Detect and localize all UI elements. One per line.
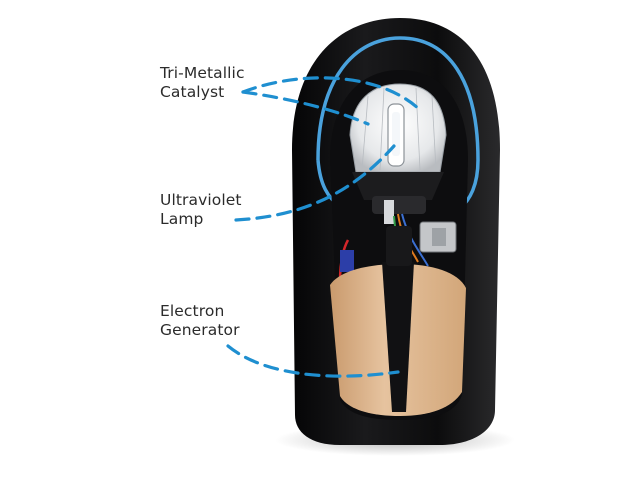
rod-collar	[386, 226, 412, 266]
lamp-mount	[352, 172, 444, 200]
reflector-ribs	[361, 87, 437, 171]
label-uv-line2: Lamp	[160, 210, 204, 228]
uv-lamp-glow	[392, 112, 400, 156]
label-tri-metallic-catalyst: Tri-Metallic Catalyst	[160, 64, 245, 102]
module-detail	[432, 228, 446, 246]
leader-uv-lamp	[234, 144, 396, 222]
label-catalyst-line2: Catalyst	[160, 83, 225, 101]
label-catalyst-line1: Tri-Metallic	[160, 64, 245, 82]
leader-electron-generator	[226, 344, 400, 378]
lamp-socket	[372, 196, 426, 214]
label-uv-line1: Ultraviolet	[160, 191, 242, 209]
wire-blue	[401, 213, 429, 267]
label-ultraviolet-lamp: Ultraviolet Lamp	[160, 191, 242, 229]
label-electron-line1: Electron	[160, 302, 225, 320]
lamp-connector	[384, 200, 394, 224]
label-electron-generator: Electron Generator	[160, 302, 240, 340]
label-electron-line2: Generator	[160, 321, 240, 339]
blue-component	[340, 250, 354, 272]
leader-catalyst-b	[241, 90, 370, 126]
leader-lines	[226, 76, 422, 378]
leader-catalyst-a	[241, 76, 422, 112]
